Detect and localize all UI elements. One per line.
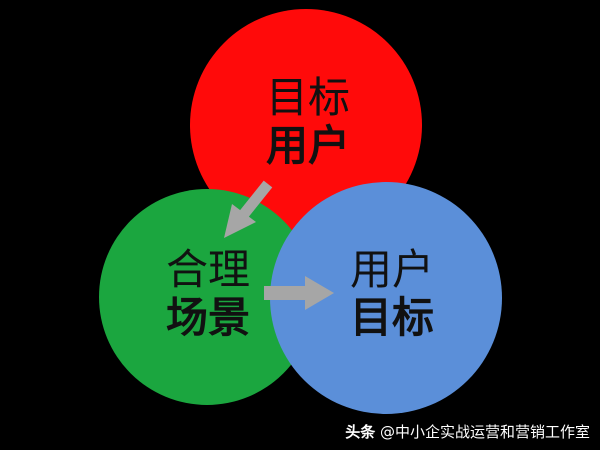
label-right-line2: 目标 (349, 293, 434, 343)
label-target-users: 目标 用户 (248, 73, 368, 171)
label-top-line1: 目标 (265, 73, 350, 122)
arrow-left-to-right (264, 276, 334, 310)
label-reasonable-scenario: 合理 场景 (148, 245, 268, 343)
label-left-line1: 合理 (165, 245, 250, 294)
label-left-line2: 场景 (165, 293, 250, 343)
label-top-line2: 用户 (265, 121, 350, 171)
circle-reasonable-scenario (99, 189, 315, 405)
watermark: 头条 @中小企实战运营和营销工作室 (345, 421, 590, 442)
arrow-top-to-left (224, 180, 273, 238)
label-user-goals: 用户 目标 (332, 245, 452, 343)
watermark-brand: 头条 (345, 423, 376, 441)
label-right-line1: 用户 (349, 245, 434, 294)
watermark-account: @中小企实战运营和营销工作室 (379, 423, 590, 441)
circle-target-users (190, 9, 422, 241)
circle-user-goals (270, 182, 502, 414)
